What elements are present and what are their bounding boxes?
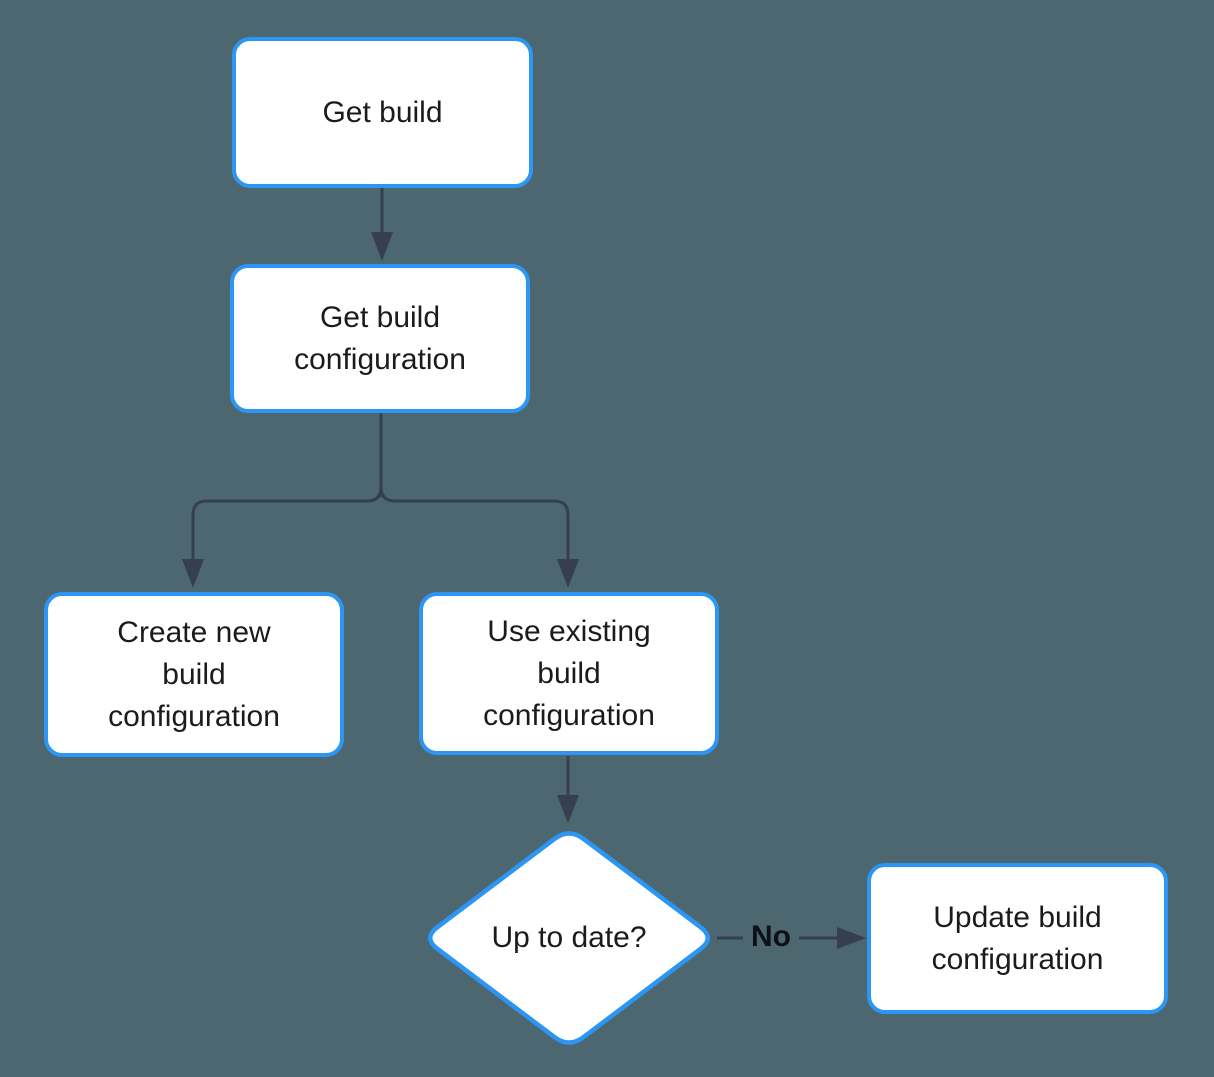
arrowhead-down-icon bbox=[371, 232, 393, 261]
node-up-to-date-label: Up to date? bbox=[491, 921, 647, 954]
edge-get-build-to-get-build-configuration bbox=[371, 188, 393, 261]
arrowhead-right-icon bbox=[837, 927, 866, 949]
node-create-new-build-configuration: Create new build configuration bbox=[44, 592, 344, 757]
node-get-build: Get build bbox=[232, 37, 533, 188]
edge-to-create-new-build-configuration bbox=[182, 486, 383, 588]
node-up-to-date-diamond-shape bbox=[427, 831, 711, 1045]
arrowhead-down-icon bbox=[182, 559, 204, 588]
node-update-build-configuration-label: Update build configuration bbox=[931, 900, 1104, 976]
node-get-build-configuration-label: Get build configuration bbox=[294, 300, 466, 376]
edge-to-up-to-date bbox=[557, 756, 579, 823]
node-create-new-build-configuration-label: Create new build configuration bbox=[108, 615, 280, 733]
node-get-build-label: Get build bbox=[322, 95, 443, 129]
node-get-build-configuration: Get build configuration bbox=[230, 264, 530, 413]
edge-no-to-update-build-configuration bbox=[717, 927, 866, 949]
edge-to-use-existing-build-configuration bbox=[379, 486, 579, 588]
node-use-existing-build-configuration-label: Use existing build configuration bbox=[483, 614, 655, 732]
node-update-build-configuration: Update build configuration bbox=[867, 863, 1168, 1014]
arrowhead-down-icon bbox=[557, 795, 579, 823]
node-use-existing-build-configuration: Use existing build configuration bbox=[419, 592, 719, 755]
edge-label-no: No bbox=[751, 920, 791, 953]
arrowhead-down-icon bbox=[557, 559, 579, 588]
